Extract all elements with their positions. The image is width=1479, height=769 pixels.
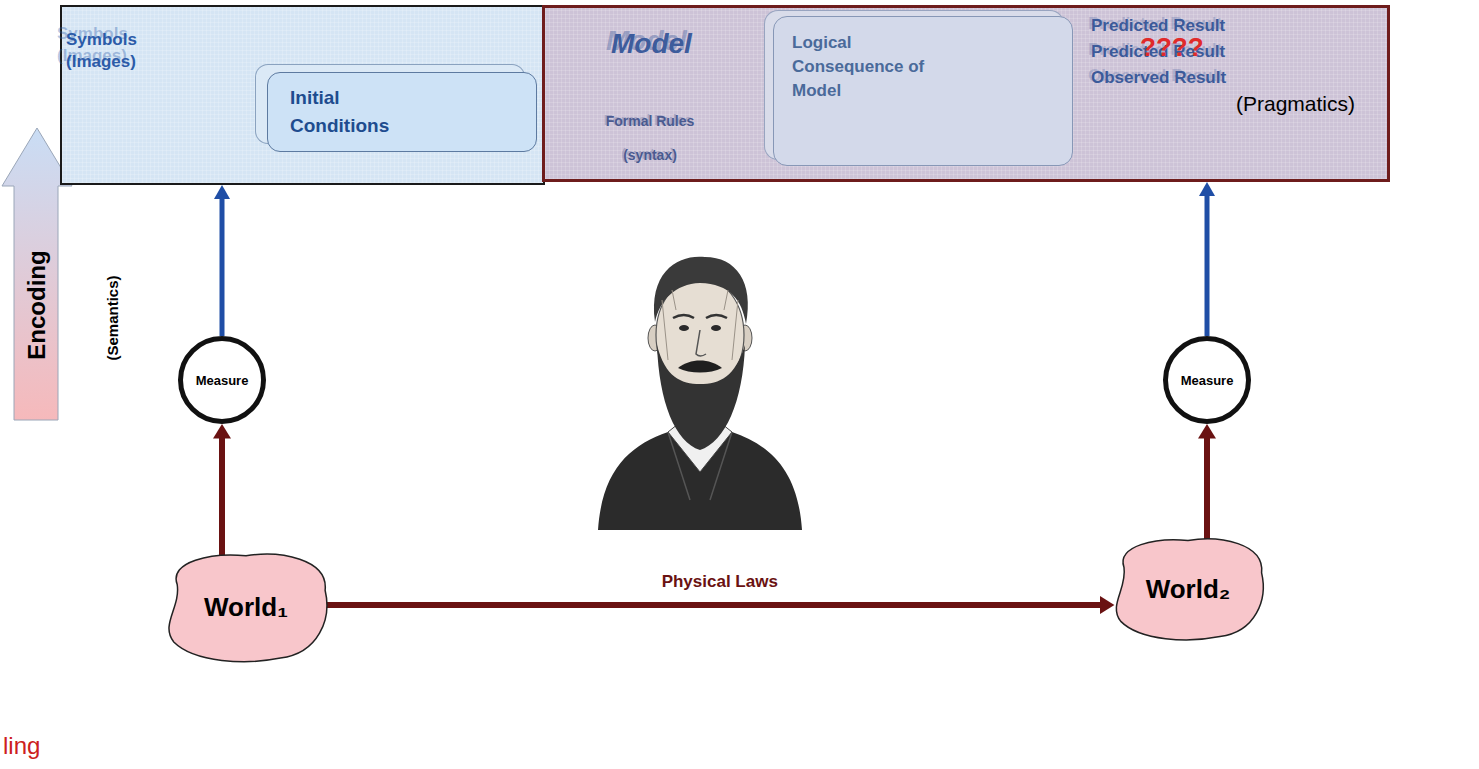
rules-text: Formal Rules (syntax)	[585, 104, 715, 172]
portrait-eye	[711, 325, 721, 331]
portrait-lapel	[668, 432, 732, 500]
arrow-head	[1199, 182, 1215, 196]
world-text: World₂	[1146, 574, 1231, 605]
consequence-box: Logical Consequence of Model	[773, 16, 1073, 166]
symbol-panel: Symbols (Images) Initial Conditions	[60, 5, 545, 185]
arrow-head	[213, 424, 231, 438]
world-blob: World₁	[160, 550, 332, 665]
world-text: World₁	[204, 592, 288, 623]
result-text: Observed Result	[1091, 68, 1226, 88]
encoding-label: Encoding	[23, 250, 51, 359]
model-heading: Model	[611, 28, 692, 60]
arrow-head	[214, 185, 230, 199]
portrait-nose	[696, 330, 706, 356]
symbols-heading: Symbols (Images)	[66, 29, 158, 73]
connector-arrow	[325, 596, 1114, 614]
semantics-label: (Semantics)	[104, 275, 121, 360]
blob-shape	[169, 554, 327, 661]
portrait-hair	[654, 257, 748, 324]
portrait-brow	[673, 315, 727, 318]
arrow-head	[1198, 424, 1216, 438]
portrait-eye	[679, 325, 689, 331]
measure-circle: Measure	[178, 336, 266, 424]
initial-conditions-box: Initial Conditions	[267, 72, 537, 152]
blob-shape	[1116, 539, 1263, 640]
box-text: Logical Consequence of Model	[792, 31, 932, 103]
connector-line	[325, 602, 1102, 608]
connector-arrow	[1199, 182, 1215, 336]
box-text: Initial Conditions	[290, 84, 410, 140]
connector-line	[1205, 194, 1210, 336]
measure-circle: Measure	[1163, 336, 1251, 424]
connector-line	[219, 436, 225, 557]
connector-line	[1204, 436, 1210, 542]
portrait-shading	[662, 290, 738, 360]
connector-arrow	[1198, 424, 1216, 543]
pragmatics-label: (Pragmatics)	[1236, 92, 1355, 116]
corner-text: ling	[3, 732, 40, 760]
world-blob: World₂	[1108, 535, 1268, 643]
portrait-mustache	[678, 361, 722, 373]
connector-line	[220, 197, 225, 336]
measure-text: Measure	[1181, 373, 1234, 388]
arrow-head	[1100, 596, 1114, 614]
portrait	[598, 257, 802, 530]
measure-text: Measure	[196, 373, 249, 388]
connector-arrow	[214, 185, 230, 336]
connector-arrow	[213, 424, 231, 557]
question-marks: ????	[1140, 32, 1204, 63]
edge-label: Physical Laws	[658, 572, 782, 592]
